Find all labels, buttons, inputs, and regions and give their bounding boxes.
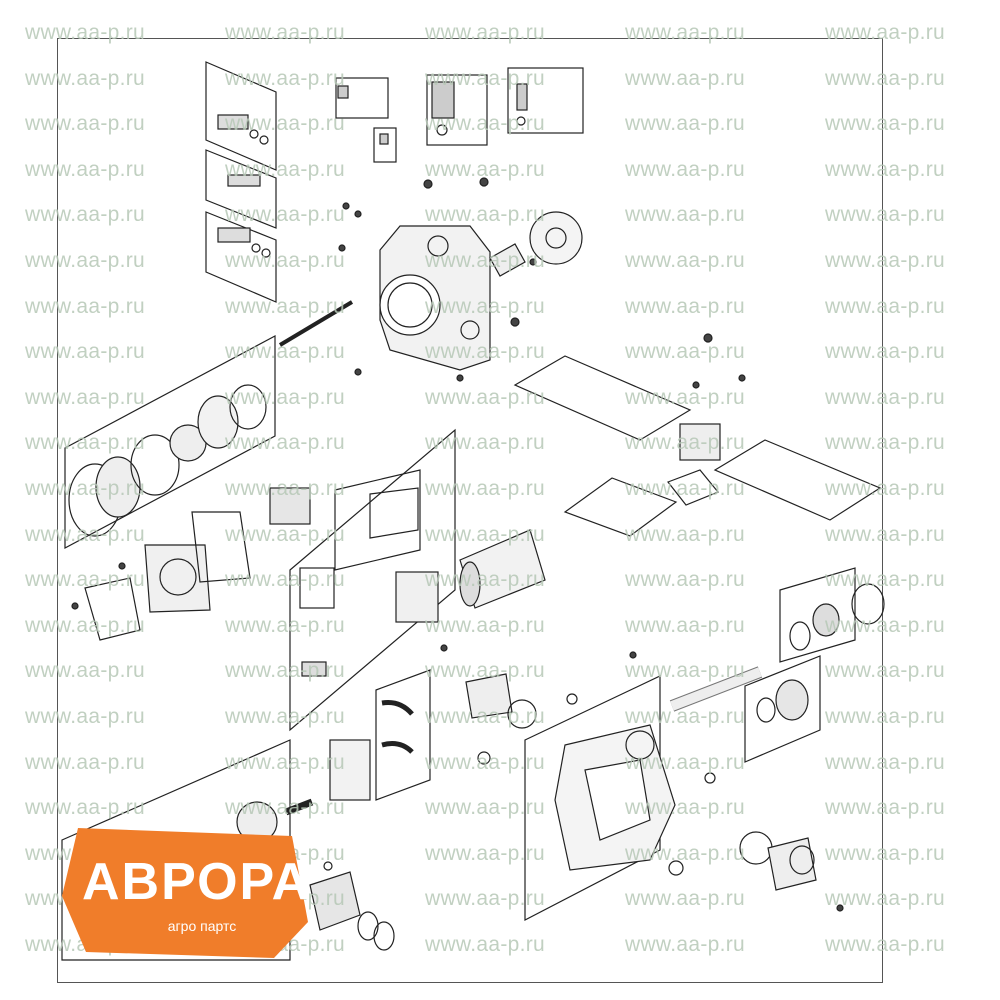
logo-title: АВРОРА	[82, 853, 312, 911]
diagram-frame	[57, 38, 883, 983]
avrora-logo-icon	[62, 828, 308, 958]
logo-subtitle: агро партс	[167, 918, 237, 934]
